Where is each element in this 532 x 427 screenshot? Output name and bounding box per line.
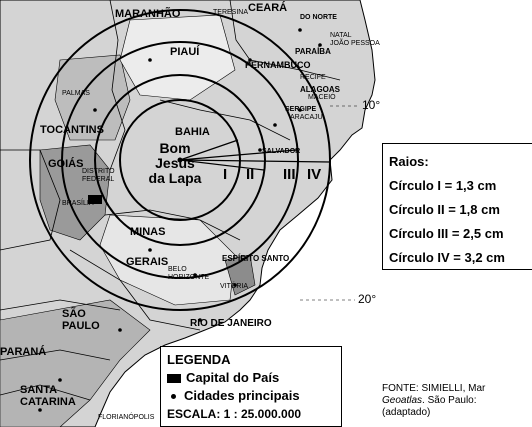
center-label-line3: da Lapa: [148, 170, 202, 186]
latitude-10: 10°: [362, 98, 381, 112]
ring-label-iii: III: [283, 166, 296, 183]
radii-title: Raios:: [389, 154, 429, 169]
legend-capital-label: Capital do País: [186, 370, 280, 385]
label-natal: NATAL: [330, 32, 352, 39]
circle-i: [119, 99, 241, 221]
state-shade-tocantins: [54, 54, 131, 141]
circle-ii: [94, 74, 266, 246]
label-maceio: MACEIÓ: [308, 94, 336, 101]
legend-capital-row: Capital do País: [167, 369, 341, 387]
label-teresina: TERESINA: [213, 9, 249, 16]
ring-label-i: I: [223, 166, 228, 183]
label-belo-horizonte: BELO HORIZONTE: [168, 266, 210, 281]
city-dot-icon: [171, 394, 176, 400]
source-city: . São Paulo:: [422, 395, 477, 406]
state-shade-south: [0, 299, 151, 427]
label-joao-pessoa: JOÃO PESSOA: [330, 40, 380, 47]
radius-circle-i: Círculo I = 1,3 cm: [389, 178, 497, 193]
city-dots: [38, 28, 322, 412]
source-note: FONTE: SIMIELLI, Mar Geoatlas. São Paulo…: [382, 383, 532, 419]
label-paraiba: PARAÍBA: [295, 47, 331, 56]
circle-iii: [61, 41, 299, 279]
label-maranhao: MARANHÃO: [115, 8, 181, 20]
label-alagoas: ALAGOAS: [300, 85, 340, 94]
source-line1: FONTE: SIMIELLI, Mar: [382, 383, 486, 394]
legend-title: LEGENDA: [167, 352, 231, 367]
legend-cities-label: Cidades principais: [184, 388, 300, 403]
label-vitoria: VITÓRIA: [220, 283, 249, 290]
radius-circle-ii: Círculo II = 1,8 cm: [389, 202, 500, 217]
label-df: DISTRITO FEDERAL: [82, 168, 115, 183]
radius-circle-iii: Círculo III = 2,5 cm: [389, 226, 504, 241]
label-rio-de-janeiro: RIO DE JANEIRO: [190, 318, 272, 329]
center-city-label: Bom Jesus da Lapa: [140, 141, 210, 186]
label-piaui: PIAUÍ: [170, 46, 200, 58]
circle-iv: [29, 9, 331, 311]
center-label-line1: Bom: [159, 140, 191, 156]
label-sergipe: SERGIPE: [285, 106, 317, 113]
label-pernambuco: PERNAMBUCO: [245, 60, 311, 70]
center-label-line2: Jesus: [155, 155, 195, 171]
radii-box: Raios: Círculo I = 1,3 cm Círculo II = 1…: [382, 143, 532, 270]
source-title: Geoatlas: [382, 395, 423, 406]
label-gerais: GERAIS: [126, 256, 169, 268]
legend-box: LEGENDA Capital do País Cidades principa…: [160, 346, 342, 427]
ring-label-iv: IV: [307, 166, 322, 183]
label-tocantins: TOCANTINS: [40, 124, 104, 136]
label-bahia: BAHIA: [175, 126, 210, 138]
source-line3: (adaptado): [382, 407, 431, 418]
center-city-dot: [177, 157, 183, 163]
label-rn: DO NORTE: [300, 14, 337, 21]
label-santa-catarina: SANTA CATARINA: [20, 384, 76, 408]
label-palmas: PALMAS: [62, 90, 90, 97]
label-espirito-santo: ESPÍRITO SANTO: [222, 254, 290, 263]
capital-square-icon: [167, 374, 181, 384]
label-ceara: CEARÁ: [248, 2, 288, 14]
ring-label-ii: II: [246, 166, 255, 183]
label-brasilia: BRASÍLIA: [62, 200, 94, 207]
legend-scale: ESCALA: 1 : 25.000.000: [167, 407, 302, 421]
source-line2: Geoatlas. São Paulo:: [382, 395, 532, 407]
label-parana: PARANÁ: [0, 346, 47, 358]
label-florianopolis: FLORIANÓPOLIS: [98, 414, 155, 421]
legend-cities-row: Cidades principais: [167, 387, 341, 405]
capital-marker: [88, 195, 102, 204]
state-shade-goias: [39, 144, 111, 241]
label-sao-paulo: SÃO PAULO: [62, 308, 100, 332]
label-minas: MINAS: [130, 226, 166, 238]
concentric-circles: [29, 9, 331, 311]
state-borders: [0, 0, 341, 401]
latitude-20: 20°: [358, 292, 377, 306]
label-aracaju: ARACAJU: [290, 114, 323, 121]
radius-circle-iv: Círculo IV = 3,2 cm: [389, 250, 505, 265]
label-salvador: SALVADOR: [262, 148, 301, 155]
label-goias: GOIÁS: [48, 158, 84, 170]
label-recife: RECIFE: [300, 74, 326, 81]
radius-lines: [179, 139, 331, 171]
